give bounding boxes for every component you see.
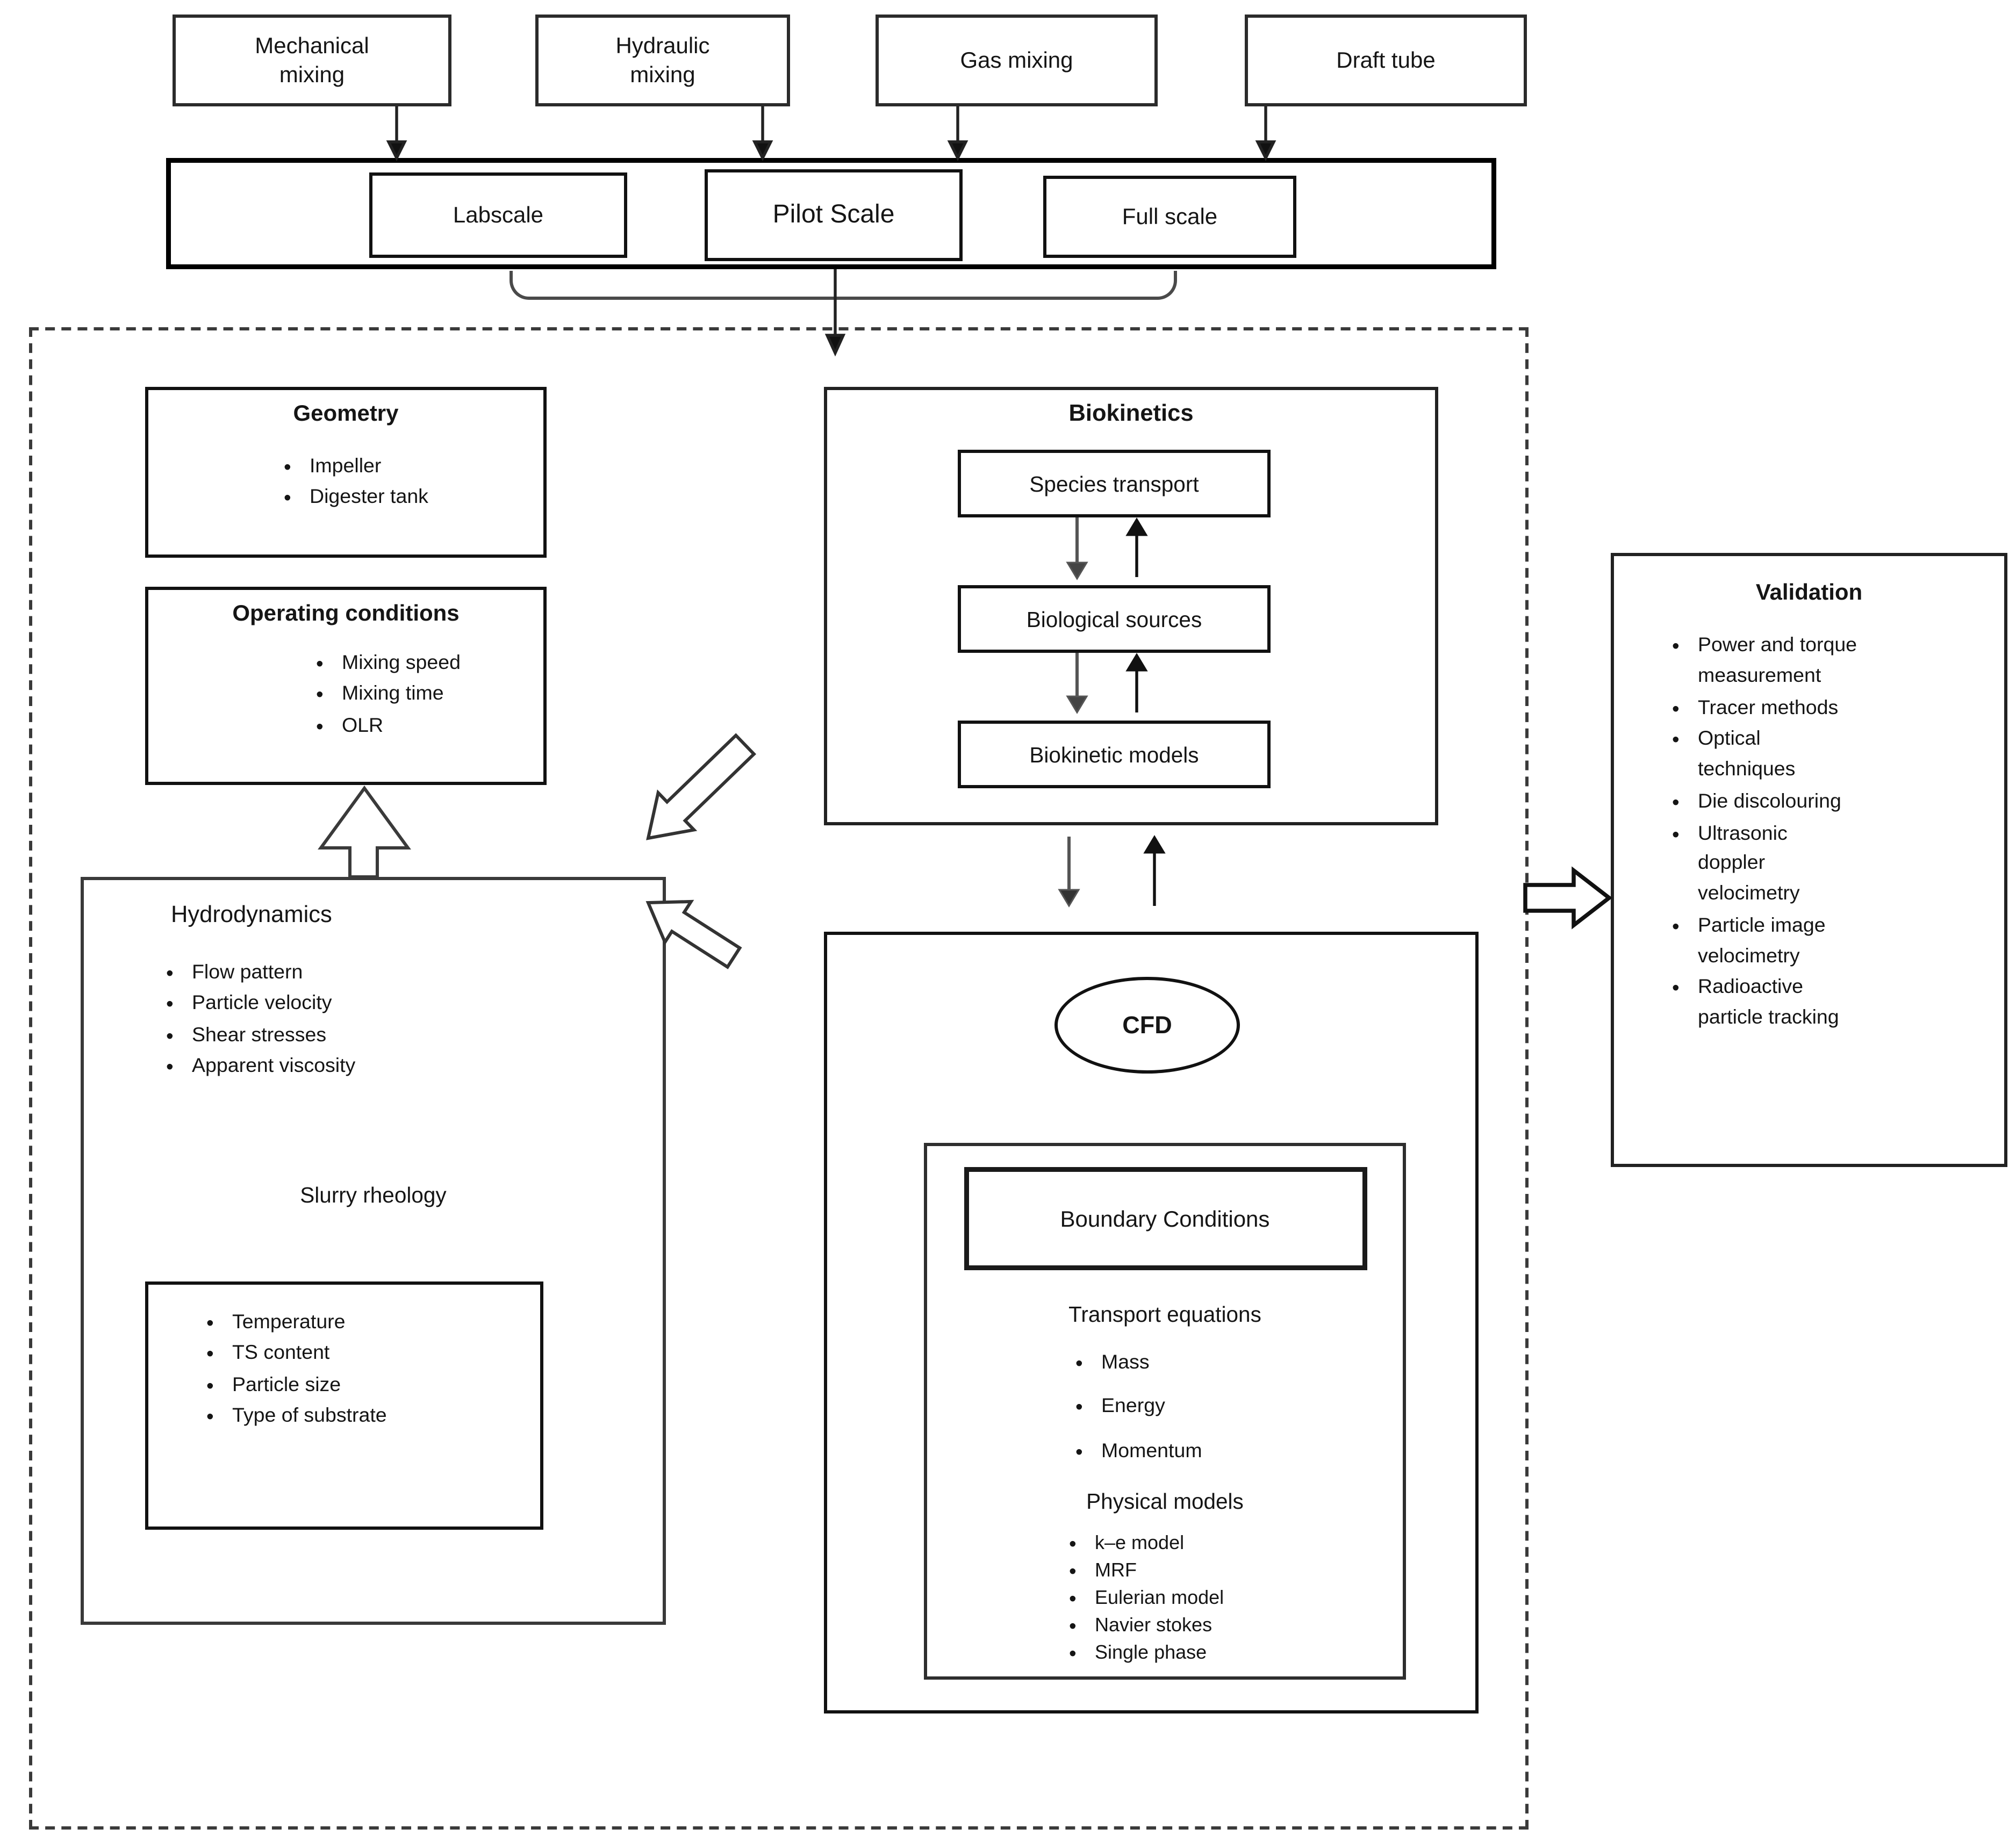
- node-label: Draft tube: [1336, 46, 1436, 73]
- node-label: Labscale: [453, 201, 544, 227]
- node-label: Mechanical mixing: [255, 32, 369, 87]
- node-biokinetic-models: Biokinetic models: [958, 721, 1271, 788]
- list-item: Radioactive particle tracking: [1672, 973, 2004, 1033]
- transport-equations-list: Mass Energy Momentum: [1075, 1348, 1403, 1469]
- geometry-list: Impeller Digester tank: [284, 451, 543, 516]
- list-item: Power and torque measurement: [1672, 630, 2004, 691]
- operating-conditions-title: Operating conditions: [232, 600, 460, 625]
- slurry-rheology-list: Temperature TS content Particle size Typ…: [206, 1307, 540, 1434]
- hydrodynamics-list: Flow pattern Particle velocity Shear str…: [166, 957, 663, 1084]
- boundary-conditions-box: Boundary Conditions: [963, 1167, 1367, 1270]
- node-label: Hydraulic mixing: [615, 32, 710, 87]
- node-labscale: Labscale: [369, 172, 627, 258]
- cfd-inner-box: Boundary Conditions Transport equations …: [924, 1143, 1406, 1680]
- physical-models-list: k–e model MRF Eulerian model Navier stok…: [1069, 1530, 1403, 1669]
- list-item: k–e model: [1069, 1530, 1403, 1559]
- list-item: Temperature: [206, 1307, 540, 1341]
- validation-title: Validation: [1755, 579, 1863, 604]
- list-item: Digester tank: [284, 483, 543, 516]
- list-item: Eulerian model: [1069, 1585, 1403, 1615]
- arrow-gas-down-icon: [947, 106, 968, 162]
- physical-models-title: Physical models: [1086, 1489, 1244, 1514]
- list-item: Particle velocity: [166, 989, 663, 1022]
- node-hydraulic-mixing: Hydraulic mixing: [535, 15, 790, 106]
- node-mechanical-mixing: Mechanical mixing: [173, 15, 451, 106]
- node-biological-sources: Biological sources: [958, 585, 1271, 653]
- list-item: Die discolouring: [1672, 786, 2004, 817]
- list-item: Particle image velocimetry: [1672, 910, 2004, 971]
- list-item: Mass: [1075, 1348, 1403, 1381]
- list-item: Ultrasonic doppler velocimetry: [1672, 818, 2004, 909]
- cfd-title: CFD: [1122, 1011, 1172, 1039]
- transport-equations-title: Transport equations: [1068, 1302, 1261, 1327]
- hydrodynamics-title: Hydrodynamics: [171, 903, 332, 928]
- list-item: Momentum: [1075, 1436, 1403, 1469]
- dashed-boundary: [29, 327, 1529, 1830]
- arrow-draft-down-icon: [1255, 106, 1276, 162]
- slurry-rheology-title: Slurry rheology: [300, 1182, 447, 1207]
- node-pilot-scale: Pilot Scale: [705, 169, 963, 261]
- list-item: MRF: [1069, 1557, 1403, 1587]
- list-item: OLR: [316, 710, 543, 744]
- slurry-rheology-box: Temperature TS content Particle size Typ…: [145, 1281, 543, 1530]
- list-item: Particle size: [206, 1370, 540, 1403]
- list-item: Type of substrate: [206, 1401, 540, 1434]
- list-item: Shear stresses: [166, 1020, 663, 1053]
- list-item: Mixing time: [316, 679, 543, 712]
- biokinetics-title: Biokinetics: [1068, 401, 1194, 427]
- list-item: Energy: [1075, 1392, 1403, 1425]
- list-item: Flow pattern: [166, 957, 663, 991]
- node-gas-mixing: Gas mixing: [876, 15, 1158, 106]
- block-arrow-right-icon: [1523, 866, 1613, 930]
- node-label: Boundary Conditions: [1060, 1206, 1270, 1232]
- node-draft-tube: Draft tube: [1245, 15, 1527, 106]
- list-item: TS content: [206, 1338, 540, 1372]
- list-item: Navier stokes: [1069, 1612, 1403, 1642]
- hydrodynamics-box: Hydrodynamics Flow pattern Particle velo…: [81, 877, 666, 1625]
- arrow-hydraulic-down-icon: [752, 106, 773, 162]
- node-label: Species transport: [1029, 471, 1199, 496]
- arrow-mechanical-down-icon: [386, 106, 407, 162]
- list-item: Tracer methods: [1672, 693, 2004, 724]
- list-item: Single phase: [1069, 1640, 1403, 1669]
- operating-conditions-list: Mixing speed Mixing time OLR: [316, 648, 543, 744]
- list-item: Impeller: [284, 451, 543, 485]
- operating-conditions-box: Operating conditions Mixing speed Mixing…: [145, 587, 547, 785]
- node-label: Pilot Scale: [772, 200, 895, 228]
- geometry-box: Geometry Impeller Digester tank: [145, 387, 547, 558]
- node-label: Biological sources: [1026, 607, 1202, 631]
- cfd-ellipse: CFD: [1054, 977, 1240, 1074]
- list-item: Optical techniques: [1672, 724, 2004, 785]
- node-label: Gas mixing: [960, 46, 1073, 73]
- node-species-transport: Species transport: [958, 450, 1271, 517]
- brace-connector: [510, 271, 1177, 300]
- list-item: Mixing speed: [316, 648, 543, 681]
- validation-list: Power and torque measurement Tracer meth…: [1672, 630, 2004, 1033]
- node-label: Full scale: [1122, 203, 1218, 229]
- validation-box: Validation Power and torque measurement …: [1611, 553, 2007, 1167]
- node-label: Biokinetic models: [1029, 742, 1199, 767]
- geometry-title: Geometry: [293, 400, 399, 426]
- cfd-box: CFD Boundary Conditions Transport equati…: [824, 932, 1479, 1713]
- list-item: Apparent viscosity: [166, 1051, 663, 1084]
- biokinetics-box: Biokinetics Species transport Biological…: [824, 387, 1438, 825]
- node-full-scale: Full scale: [1043, 176, 1296, 258]
